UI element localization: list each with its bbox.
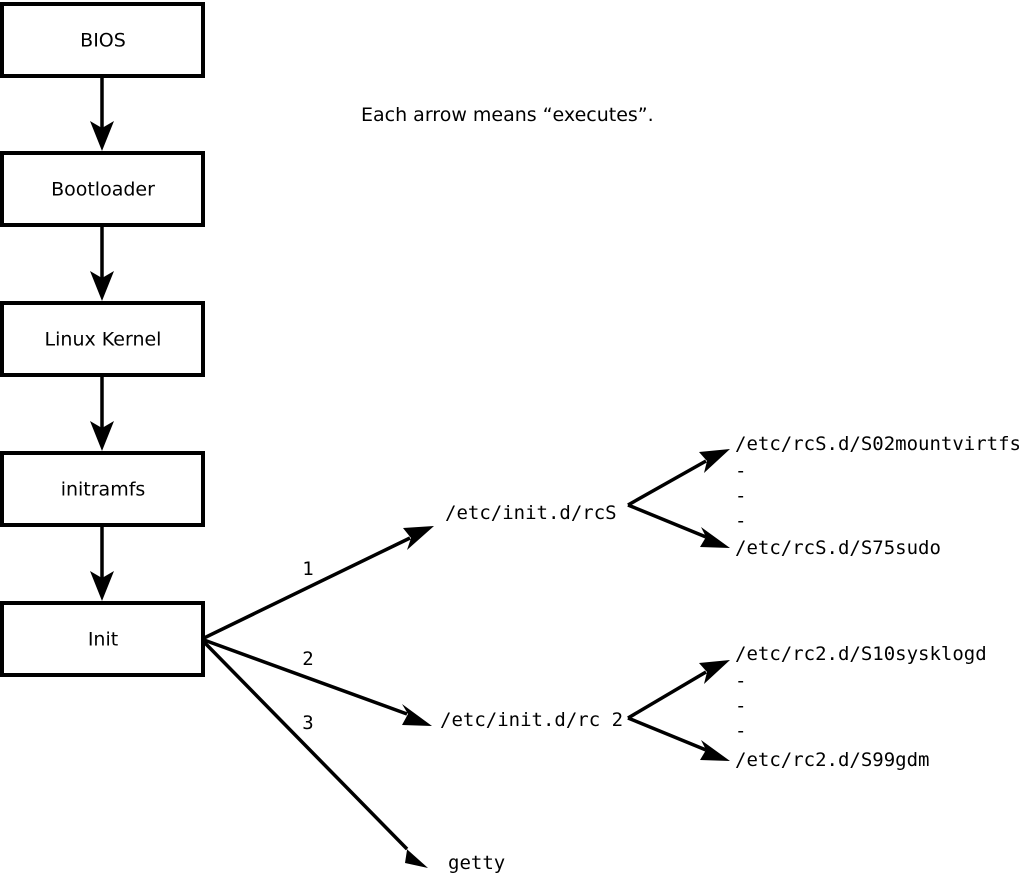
arrow-init-branch-2: [203, 638, 432, 726]
arrow-rc2-to-last-script: [627, 716, 730, 761]
arrowhead-diag-icon: [699, 660, 730, 684]
arrow-init-branch-3: [202, 640, 428, 868]
arrow-rcs-to-last-script: [627, 503, 730, 548]
rc2-first-script: /etc/rc2.d/S10sysklogd: [735, 643, 987, 665]
arrow-init-branch-1: [203, 526, 434, 640]
branch-2-number: 2: [302, 648, 313, 670]
node-linux-kernel[interactable]: Linux Kernel: [0, 301, 205, 377]
node-bios[interactable]: BIOS: [0, 2, 205, 78]
arrowhead-down-icon: [90, 271, 114, 301]
linux-kernel-box[interactable]: [0, 301, 205, 377]
initramfs-label: initramfs: [61, 479, 146, 501]
arrowhead-diag-icon: [403, 526, 434, 550]
node-init[interactable]: Init: [0, 601, 205, 677]
arrowhead-diag-icon: [700, 740, 730, 761]
rc2-ellipsis-dash-3: -: [735, 720, 746, 742]
rcs-first-script: /etc/rcS.d/S02mountvirtfs: [735, 433, 1021, 455]
arrowhead-diag-icon: [699, 449, 730, 473]
linux-kernel-label: Linux Kernel: [45, 329, 162, 351]
arrow-bios-to-bootloader: [90, 76, 114, 151]
arrowhead-down-icon: [90, 421, 114, 451]
arrow-bootloader-to-kernel: [90, 225, 114, 301]
rcs-ellipsis-dash-1: -: [735, 460, 746, 482]
node-initramfs[interactable]: initramfs: [0, 451, 205, 527]
rc2-last-script: /etc/rc2.d/S99gdm: [735, 749, 929, 771]
arrowhead-diag-icon: [400, 843, 428, 868]
branch-3-number: 3: [302, 712, 313, 734]
bios-label: BIOS: [80, 30, 126, 52]
bootloader-label: Bootloader: [51, 179, 155, 201]
arrow-kernel-to-initramfs: [90, 375, 114, 451]
arrowhead-diag-icon: [700, 527, 730, 548]
branch-1-target-label: /etc/init.d/rcS: [445, 502, 617, 524]
rcs-last-script: /etc/rcS.d/S75sudo: [735, 537, 941, 559]
node-bootloader[interactable]: Bootloader: [0, 151, 205, 227]
init-box[interactable]: [0, 601, 205, 677]
legend-note: Each arrow means “executes”.: [361, 104, 654, 126]
branch-1-number: 1: [302, 558, 313, 580]
bootloader-box[interactable]: [0, 151, 205, 227]
arrowhead-diag-icon: [402, 704, 432, 726]
init-label: Init: [88, 629, 118, 651]
bios-box[interactable]: [0, 2, 205, 78]
arrow-rc2-to-first-script: [627, 660, 730, 720]
arrow-rcs-to-first-script: [627, 449, 730, 507]
rcs-ellipsis-dash-3: -: [735, 510, 746, 532]
branch-2-target-label: /etc/init.d/rc 2: [440, 709, 623, 731]
branch-3-target-label: getty: [448, 852, 505, 874]
arrowhead-down-icon: [90, 121, 114, 151]
arrow-initramfs-to-init: [90, 525, 114, 601]
rc2-ellipsis-dash-2: -: [735, 695, 746, 717]
rcs-ellipsis-dash-2: -: [735, 485, 746, 507]
arrowhead-down-icon: [90, 571, 114, 601]
rc2-ellipsis-dash-1: -: [735, 670, 746, 692]
